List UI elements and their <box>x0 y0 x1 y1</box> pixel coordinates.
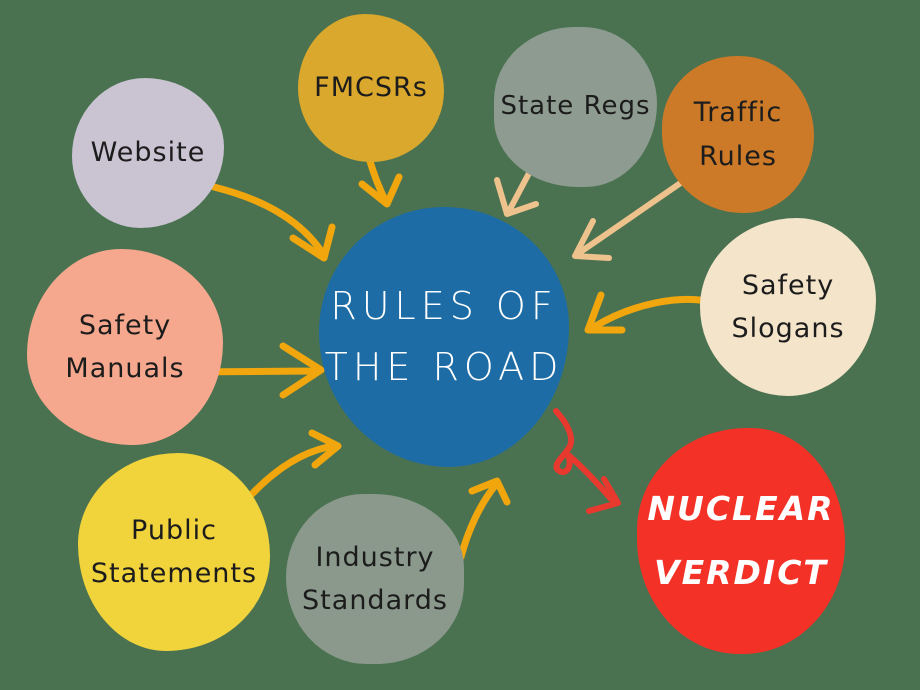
node-nuclear-verdict: NUCLEAR VERDICT <box>637 428 845 654</box>
node-nuclear-verdict-label: NUCLEAR VERDICT <box>647 477 834 606</box>
arrow-traffic-rules-to-center <box>572 179 685 261</box>
node-safety-slogans: Safety Slogans <box>700 218 876 396</box>
node-industry-standards: Industry Standards <box>286 494 464 664</box>
node-safety-slogans-label: Safety Slogans <box>731 269 845 344</box>
node-public-statements: Public Statements <box>78 453 270 651</box>
outcome-label-line2: VERDICT <box>654 553 828 592</box>
node-website-label: Website <box>90 137 206 169</box>
node-traffic-rules-label: Traffic Rules <box>693 97 783 172</box>
arrow-website-to-center <box>210 183 336 262</box>
node-safety-manuals: Safety Manuals <box>27 249 223 445</box>
node-public-statements-label: Public Statements <box>90 514 258 589</box>
node-rules-of-the-road: RULES OF THE ROAD <box>319 207 569 467</box>
node-traffic-rules: Traffic Rules <box>662 56 814 213</box>
arrow-industry-standards-to-center <box>457 477 511 561</box>
center-label-line1: RULES OF <box>330 284 558 329</box>
node-fmcsrs: FMCSRs <box>298 14 444 162</box>
node-rules-of-the-road-label: RULES OF THE ROAD <box>325 276 564 398</box>
node-industry-standards-label: Industry Standards <box>302 541 448 616</box>
arrow-fmcsrs-to-center <box>358 154 403 208</box>
arrow-public-statements-to-center <box>248 429 342 498</box>
node-state-regs: State Regs <box>494 27 657 187</box>
center-label-line2: THE ROAD <box>324 345 564 389</box>
arrow-center-to-nuclear-verdict <box>553 408 621 514</box>
node-state-regs-label: State Regs <box>500 91 651 122</box>
node-safety-manuals-label: Safety Manuals <box>65 309 185 384</box>
arrow-safety-slogans-to-center <box>584 291 720 334</box>
outcome-label-line1: NUCLEAR <box>647 488 835 528</box>
node-website: Website <box>72 78 224 228</box>
node-fmcsrs-label: FMCSRs <box>314 72 428 104</box>
